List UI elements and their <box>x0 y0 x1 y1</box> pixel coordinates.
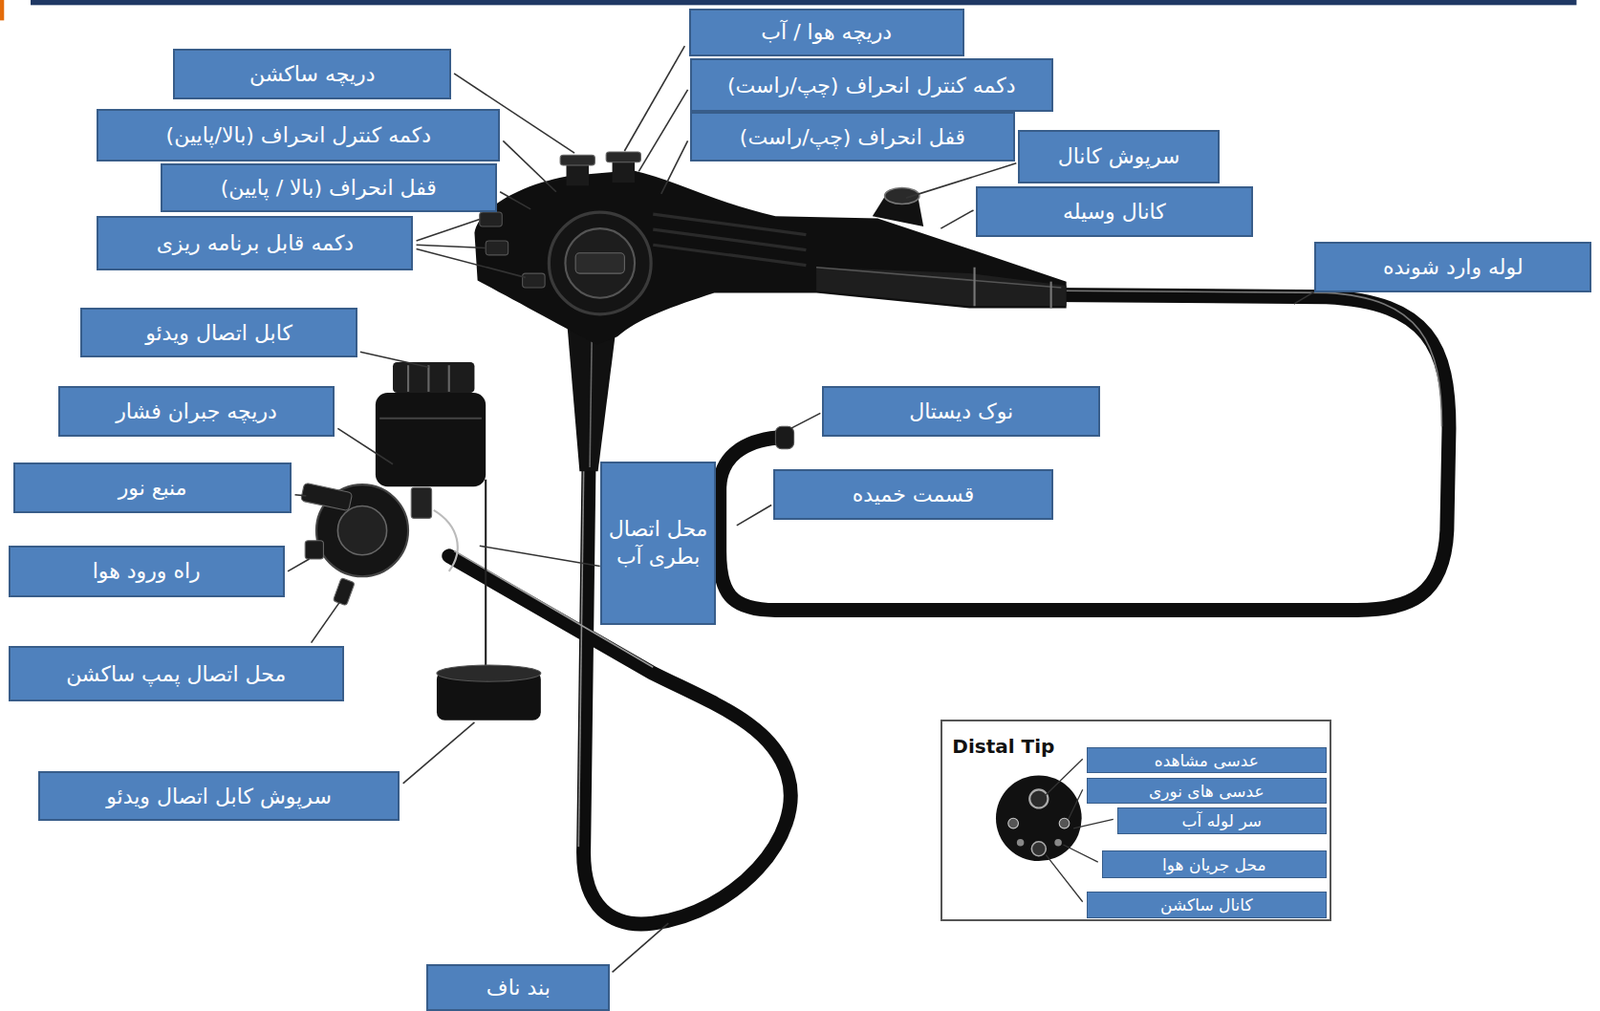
label-text: بند ناف <box>486 975 551 1000</box>
label-text: قسمت خمیده <box>852 482 975 507</box>
tip-part-label: کانال ساکشن <box>1086 891 1327 919</box>
label-text: عدسی مشاهده <box>1154 751 1259 771</box>
label-text: کابل اتصال ویدئو <box>145 321 293 346</box>
label-text: دریچه ساکشن <box>249 62 376 87</box>
inset-panel: Distal Tip عدسی مشاهده عدسی های نوری سر لول… <box>940 719 1332 922</box>
label-text: لوله وارد شونده <box>1383 255 1524 280</box>
label-text: سر لوله آب <box>1182 811 1262 831</box>
part-label: کابل اتصال ویدئو <box>80 307 357 357</box>
part-label: محل اتصال بطری آب <box>600 461 716 627</box>
tip-part-label: محل جریان هوا <box>1102 850 1327 879</box>
tip-part-label: عدسی مشاهده <box>1086 747 1327 774</box>
label-text: سرپوش کابل اتصال ویدئو <box>106 784 332 809</box>
part-label: دریچه ساکشن <box>172 48 451 99</box>
part-label: دریچه هوا / آب <box>689 8 965 57</box>
label-text: قفل انحراف (بالا / پایین) <box>220 175 437 200</box>
part-label: دکمه کنترل انحراف (بالا/پایین) <box>96 108 500 161</box>
label-text: نوک دیستال <box>908 399 1014 424</box>
label-text: عدسی های نوری <box>1148 781 1265 801</box>
label-text: کانال وسیله <box>1062 199 1167 224</box>
label-text: سرپوش کانال <box>1058 144 1181 169</box>
part-label: دکمه کنترل انحراف (چپ/راست) <box>690 58 1054 113</box>
part-label: دکمه قابل برنامه ریزی <box>96 216 413 271</box>
part-label: قفل انحراف (بالا / پایین) <box>160 163 498 213</box>
label-text: منبع نور <box>118 475 188 500</box>
part-label: راه ورود هوا <box>8 545 285 597</box>
label-text: محل اتصال بطری آب <box>607 515 709 572</box>
label-text: دکمه کنترل انحراف (چپ/راست) <box>727 73 1017 98</box>
label-text: دریچه جبران فشار <box>115 399 278 424</box>
label-text: دکمه کنترل انحراف (بالا/پایین) <box>166 123 432 148</box>
label-text: کانال ساکشن <box>1160 895 1254 915</box>
part-label: نوک دیستال <box>821 386 1100 437</box>
part-label: کانال وسیله <box>975 186 1254 237</box>
part-label: قسمت خمیده <box>773 469 1054 520</box>
part-label: منبع نور <box>13 462 292 514</box>
part-label: دریچه جبران فشار <box>58 386 335 437</box>
part-label: لوله وارد شونده <box>1314 241 1592 293</box>
label-text: محل جریان هوا <box>1162 855 1267 875</box>
part-label: سرپوش کانال <box>1017 129 1219 185</box>
label-text: محل اتصال پمپ ساکشن <box>65 662 286 687</box>
label-text: دکمه قابل برنامه ریزی <box>156 231 355 256</box>
label-text: دریچه هوا / آب <box>760 20 892 44</box>
inset-title: Distal Tip <box>951 735 1055 758</box>
label-text: قفل انحراف (چپ/راست) <box>739 125 966 150</box>
label-text: راه ورود هوا <box>92 559 201 584</box>
tip-part-label: عدسی های نوری <box>1086 778 1327 804</box>
tip-part-label: سر لوله آب <box>1117 807 1327 835</box>
part-label: محل اتصال پمپ ساکشن <box>8 646 345 703</box>
part-label: قفل انحراف (چپ/راست) <box>690 111 1017 161</box>
part-label: بند ناف <box>426 964 610 1011</box>
part-label: سرپوش کابل اتصال ویدئو <box>38 771 401 822</box>
